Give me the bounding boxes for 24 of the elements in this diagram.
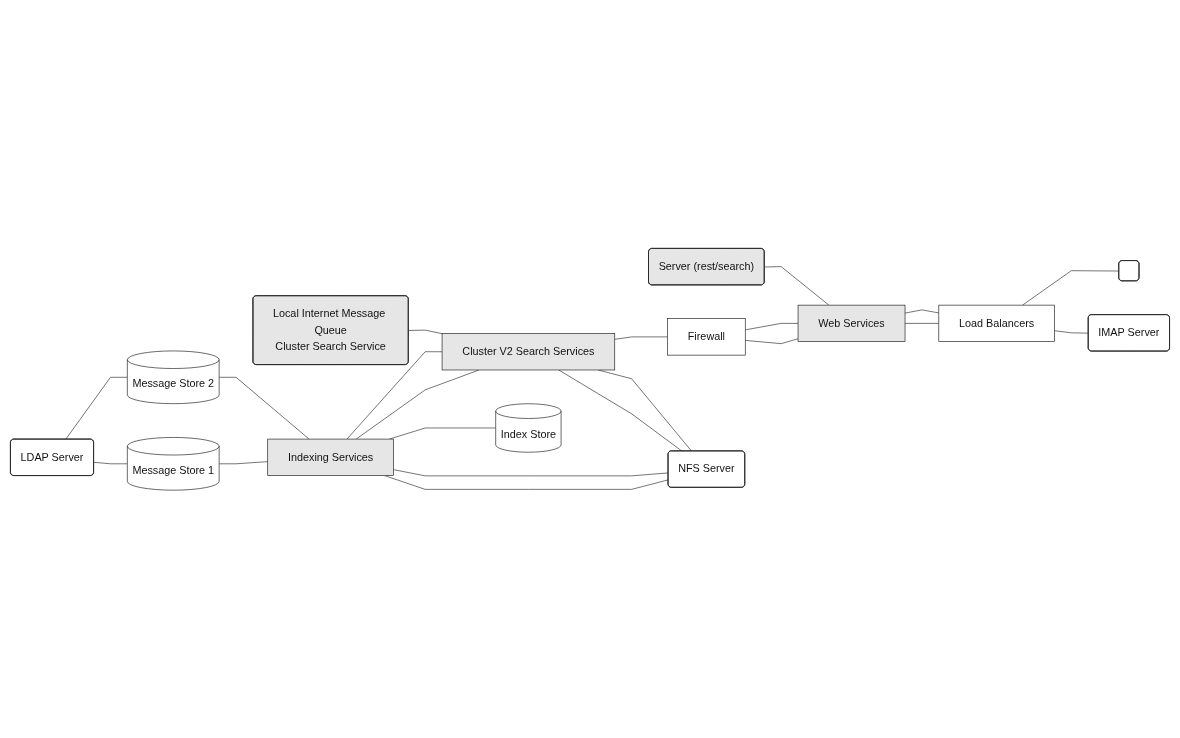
- connector: [744, 338, 799, 344]
- connector: [389, 427, 497, 440]
- connector: [744, 322, 799, 330]
- node-box: Load Balancers: [938, 304, 1055, 342]
- connector: [346, 351, 443, 440]
- connector: [218, 461, 269, 464]
- connector: [904, 309, 940, 314]
- connector: [408, 329, 443, 334]
- connector: [65, 376, 128, 440]
- connector: [1054, 330, 1089, 334]
- connector: [558, 369, 683, 452]
- connector: [384, 474, 669, 490]
- node-box: Web Services: [797, 304, 906, 342]
- connector: [904, 322, 940, 324]
- node-box: Cluster V2 Search Services: [441, 332, 616, 371]
- connector: [355, 369, 480, 440]
- connector: [93, 461, 128, 464]
- connector: [218, 376, 310, 440]
- connector: [764, 266, 830, 306]
- connector: [1022, 270, 1120, 306]
- node-box: Firewall: [667, 318, 746, 356]
- connector: [614, 336, 668, 340]
- connector: [393, 469, 669, 476]
- node-box: Indexing Services: [267, 438, 394, 476]
